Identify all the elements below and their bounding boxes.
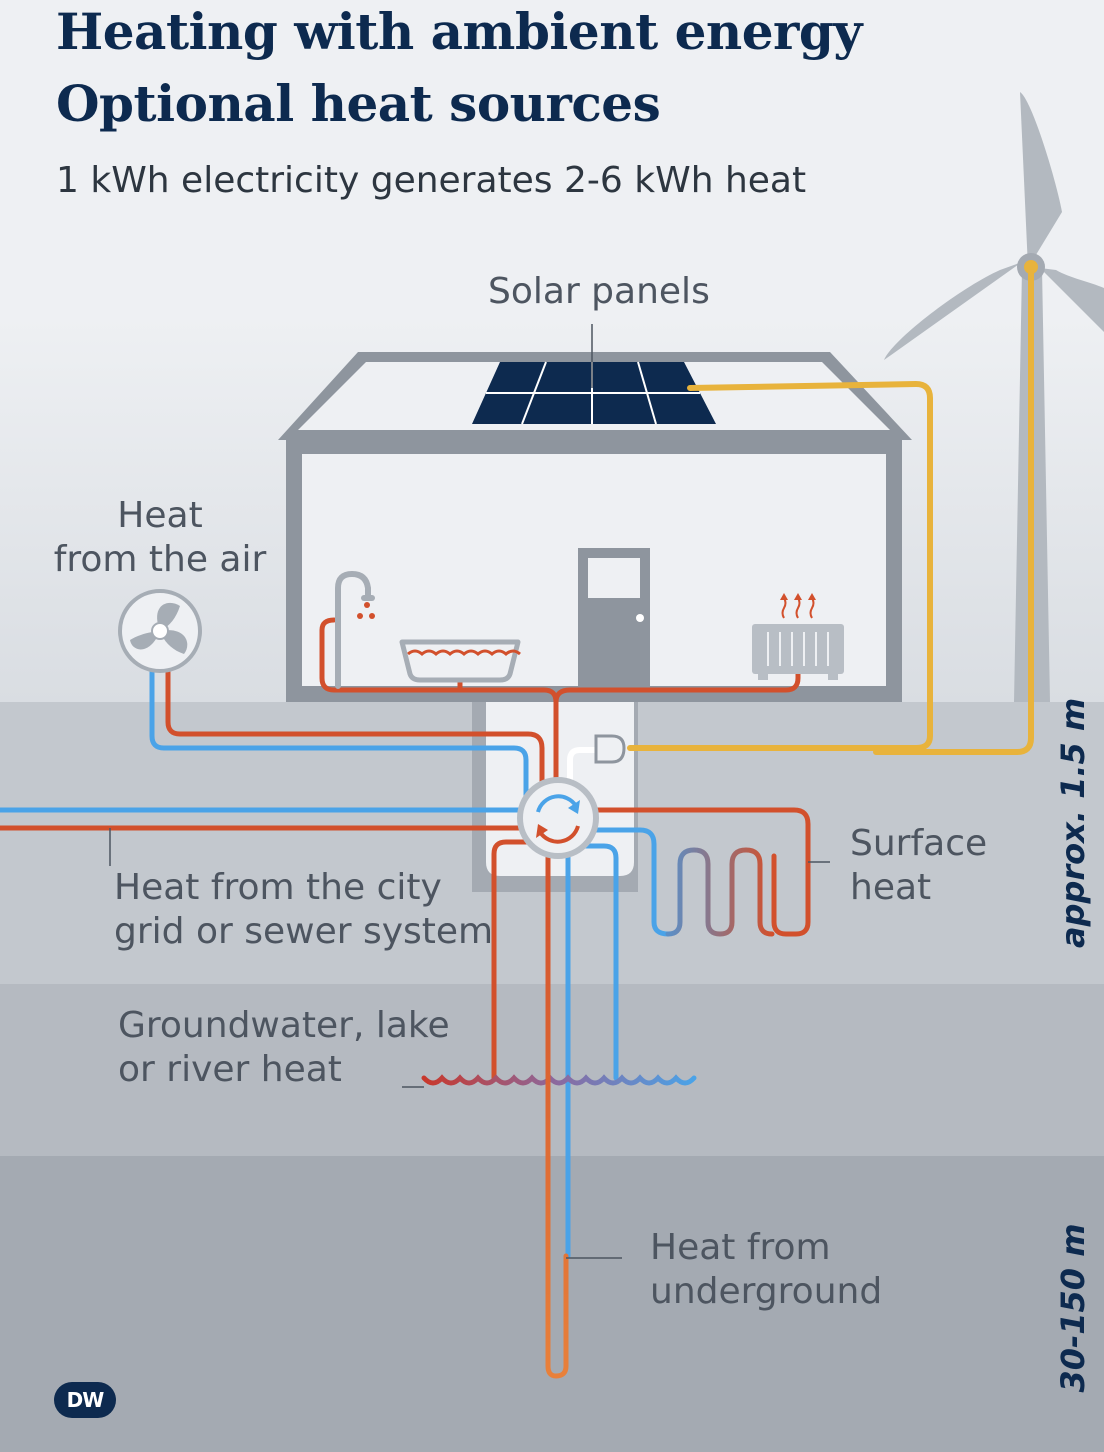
radiator-icon (752, 593, 844, 680)
title-line-1: Heating with ambient energy (56, 2, 862, 61)
power-plug-icon (567, 734, 626, 815)
bathtub-icon (399, 639, 521, 683)
turbine-hub (1024, 260, 1038, 274)
label-city-line-1: Heat from the city (114, 867, 442, 908)
depth-shallow: approx. 1.5 m (1054, 697, 1092, 948)
hot-pipes (0, 617, 811, 1081)
cold-pipes (0, 669, 671, 1259)
groundwater-pipe (421, 1074, 697, 1086)
label-groundwater: Groundwater, lake or river heat (118, 1004, 450, 1092)
shower-icon (335, 570, 375, 689)
label-groundwater-line-1: Groundwater, lake (118, 1005, 450, 1046)
ground-layer-deep (0, 1156, 1104, 1452)
heat-pump-icon (517, 777, 599, 859)
underground-probe (545, 843, 569, 1379)
label-underground: Heat from underground (650, 1226, 882, 1314)
label-surface-line-2: heat (850, 867, 932, 908)
label-groundwater-line-2: or river heat (118, 1049, 342, 1090)
ground-layer-water (0, 984, 1104, 1156)
power-lines (627, 265, 1034, 755)
subtitle: 1 kWh electricity generates 2-6 kWh heat (56, 160, 807, 201)
label-city-grid: Heat from the city grid or sewer system (114, 866, 493, 954)
label-heat-from-air: Heat from the air (40, 494, 280, 582)
title-line-2: Optional heat sources (56, 74, 661, 133)
label-solar-panels: Solar panels (488, 271, 710, 312)
solar-panel-icon (472, 361, 716, 425)
door-icon (578, 548, 650, 686)
depth-deep: 30-150 m (1054, 1223, 1092, 1393)
label-surface-heat: Surface heat (850, 822, 987, 910)
label-underground-line-1: Heat from (650, 1227, 831, 1268)
label-surface-line-1: Surface (850, 823, 988, 864)
fan-icon (118, 589, 202, 673)
dw-logo: DW (54, 1382, 116, 1418)
surface-heat-coil (665, 847, 775, 937)
label-underground-line-2: underground (650, 1271, 883, 1312)
label-city-line-2: grid or sewer system (114, 911, 494, 952)
label-air-line-1: Heat (117, 495, 203, 536)
label-air-line-2: from the air (53, 539, 267, 580)
leader-lines (109, 828, 830, 1259)
